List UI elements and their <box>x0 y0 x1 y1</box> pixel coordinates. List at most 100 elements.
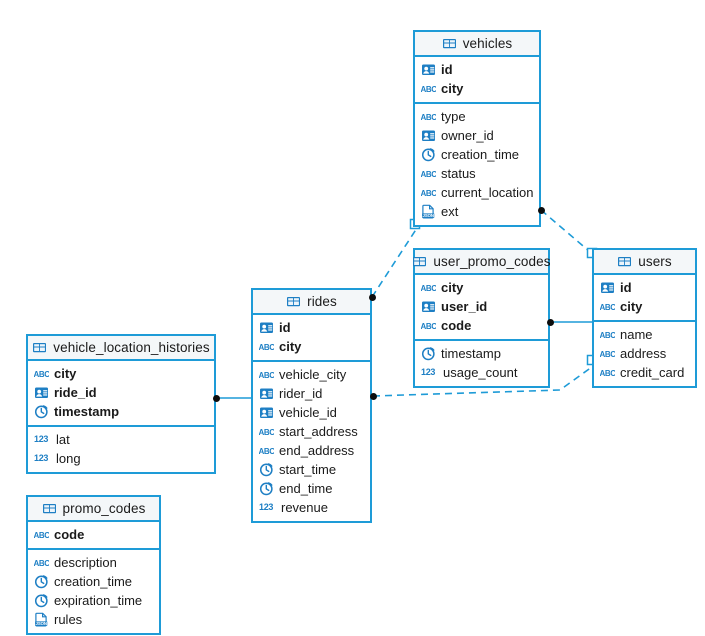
key-id-icon <box>421 62 436 77</box>
abc-icon: ABC <box>421 81 436 96</box>
entity-header[interactable]: users <box>594 250 695 275</box>
field-name: start_time <box>279 462 337 477</box>
clock-icon <box>34 574 49 589</box>
key-id-icon <box>259 320 274 335</box>
entity-header[interactable]: rides <box>253 290 370 315</box>
field-name: long <box>56 451 81 466</box>
entity-title: users <box>638 254 672 269</box>
entity-header[interactable]: user_promo_codes <box>412 250 550 275</box>
field-row[interactable]: id <box>415 60 539 79</box>
field-row[interactable]: ABC status <box>415 164 539 183</box>
field-row[interactable]: vehicle_id <box>253 403 370 422</box>
field-row[interactable]: end_time <box>253 479 370 498</box>
table-icon <box>412 254 427 269</box>
abc-icon: ABC <box>600 327 615 342</box>
field-row[interactable]: ABC type <box>415 107 539 126</box>
field-row[interactable]: ABC city <box>415 79 539 98</box>
svg-text:ABC: ABC <box>34 559 49 568</box>
field-row[interactable]: user_id <box>415 297 548 316</box>
svg-text:ABC: ABC <box>600 350 615 359</box>
relationship-source-marker <box>537 206 545 214</box>
abc-icon: ABC <box>34 555 49 570</box>
field-name: status <box>441 166 476 181</box>
field-row[interactable]: 123 long <box>28 449 214 468</box>
field-row[interactable]: start_time <box>253 460 370 479</box>
field-name: description <box>54 555 117 570</box>
field-name: ride_id <box>54 385 97 400</box>
svg-text:ABC: ABC <box>600 369 615 378</box>
column-section: timestamp 123 usage_count <box>415 341 548 386</box>
field-row[interactable]: creation_time <box>415 145 539 164</box>
field-row[interactable]: expiration_time <box>28 591 159 610</box>
field-name: start_address <box>279 424 358 439</box>
abc-icon: ABC <box>259 367 274 382</box>
table-icon <box>286 294 301 309</box>
svg-text:ABC: ABC <box>421 170 436 179</box>
field-name: end_address <box>279 443 355 458</box>
field-name: credit_card <box>620 365 685 380</box>
key-id-icon <box>421 128 436 143</box>
field-row[interactable]: ABC end_address <box>253 441 370 460</box>
svg-text:ABC: ABC <box>600 331 615 340</box>
field-row[interactable]: ABC name <box>594 325 695 344</box>
field-row[interactable]: timestamp <box>415 344 548 363</box>
clock-icon <box>34 404 49 419</box>
entity-header[interactable]: vehicles <box>415 32 539 57</box>
abc-icon: ABC <box>421 109 436 124</box>
field-name: rider_id <box>279 386 323 401</box>
field-row[interactable]: timestamp <box>28 402 214 421</box>
relationship-line <box>371 227 418 298</box>
field-row[interactable]: rider_id <box>253 384 370 403</box>
abc-icon: ABC <box>34 366 49 381</box>
field-row[interactable]: id <box>253 318 370 337</box>
field-name: owner_id <box>441 128 494 143</box>
field-row[interactable]: ABC credit_card <box>594 363 695 382</box>
svg-text:ABC: ABC <box>259 447 274 456</box>
field-name: city <box>441 81 464 96</box>
table-icon <box>617 254 632 269</box>
field-row[interactable]: ABC description <box>28 553 159 572</box>
field-name: id <box>279 320 291 335</box>
field-row[interactable]: ride_id <box>28 383 214 402</box>
abc-icon: ABC <box>600 346 615 361</box>
relationship-source-marker <box>546 318 554 326</box>
field-name: type <box>441 109 466 124</box>
num-icon: 123 <box>421 367 436 377</box>
field-row[interactable]: id <box>594 278 695 297</box>
field-name: name <box>620 327 653 342</box>
field-row[interactable]: creation_time <box>28 572 159 591</box>
num-icon: 123 <box>34 453 49 463</box>
key-id-icon <box>421 299 436 314</box>
entity-header[interactable]: promo_codes <box>28 497 159 522</box>
field-row[interactable]: 123 usage_count <box>415 363 548 382</box>
field-name: usage_count <box>443 365 518 380</box>
entity-header[interactable]: vehicle_location_histories <box>28 336 214 361</box>
field-row[interactable]: owner_id <box>415 126 539 145</box>
field-name: city <box>620 299 643 314</box>
